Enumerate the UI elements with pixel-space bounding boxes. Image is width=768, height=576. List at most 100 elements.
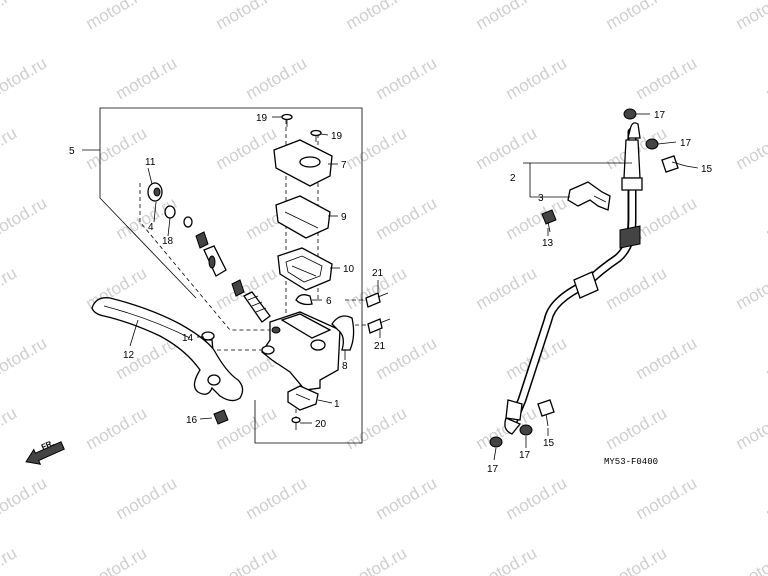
watermark-text: motod.ru (373, 193, 441, 243)
watermark-text: motod.ru (0, 0, 20, 33)
callout-21-lower: 21 (374, 341, 386, 352)
screw-19-top (281, 113, 293, 127)
callout-8: 8 (342, 361, 348, 372)
watermark-text: motod.ru (763, 53, 768, 103)
watermark-text: motod.ru (603, 543, 671, 576)
watermark-text: motod.ru (503, 193, 571, 243)
screw-19-right (310, 129, 322, 142)
callout-numbers: 5 11 4 18 19 19 7 9 10 6 8 1 20 21 21 14… (69, 110, 713, 475)
watermark-text: motod.ru (113, 53, 181, 103)
callout-9: 9 (341, 212, 347, 223)
watermark-text: motod.ru (633, 333, 701, 383)
brake-switch (287, 385, 319, 411)
callout-1: 1 (334, 399, 340, 410)
callout-17-d: 17 (519, 450, 531, 461)
hose-grommet (619, 225, 641, 249)
hose-clip (295, 294, 313, 306)
callout-15-lower: 15 (543, 438, 555, 449)
watermark-text: motod.ru (603, 403, 671, 453)
oil-bolt-upper (661, 155, 687, 173)
watermark-text: motod.ru (633, 473, 701, 523)
watermark-text: motod.ru (763, 333, 768, 383)
hose-clamp (567, 181, 611, 211)
watermark-text: motod.ru (343, 123, 411, 173)
watermark-text: motod.ru (113, 473, 181, 523)
hose-fitting-upper (623, 139, 641, 179)
watermark-text: motod.ru (633, 193, 701, 243)
watermark-text: motod.ru (0, 263, 20, 313)
watermark-text: motod.ru (733, 403, 768, 453)
sealing-washer (519, 424, 533, 436)
pivot-nut (213, 409, 229, 425)
switch-screw (291, 416, 301, 430)
callout-15-upper: 15 (701, 164, 713, 175)
brake-hose-assembly (489, 108, 687, 448)
callout-17-a: 17 (654, 110, 666, 121)
callout-10: 10 (343, 264, 355, 275)
diaphragm (277, 247, 333, 291)
circlip (164, 205, 176, 219)
diagram-code: MY53-F0400 (604, 457, 658, 467)
watermark-text: motod.ru (473, 263, 541, 313)
watermark-text: motod.ru (0, 123, 20, 173)
callout-14: 14 (182, 333, 194, 344)
callout-11: 11 (145, 157, 156, 168)
watermark-text: motod.ru (0, 193, 50, 243)
watermark-text: motod.ru (83, 543, 151, 576)
callout-19-right: 19 (331, 131, 343, 142)
watermark-text: motod.ru (503, 473, 571, 523)
lever-holder (331, 315, 355, 351)
watermark-text: motod.ru (83, 123, 151, 173)
sealing-washer (623, 108, 637, 120)
watermark-text: motod.ru (603, 263, 671, 313)
sealing-washer (645, 138, 659, 150)
callout-13: 13 (542, 238, 554, 249)
watermark-text: motod.ru (0, 403, 20, 453)
callout-19-top: 19 (256, 113, 268, 124)
watermark-text: motod.ru (733, 263, 768, 313)
holder-bolt-upper (365, 292, 389, 308)
callout-2: 2 (510, 173, 516, 184)
watermark-text: motod.ru (473, 543, 541, 576)
watermark-text: motod.ru (343, 403, 411, 453)
watermark-text: motod.ru (83, 403, 151, 453)
sealing-washer (489, 436, 503, 448)
hose-fitting-lower (505, 399, 523, 421)
watermark-text: motod.ru (213, 0, 281, 33)
watermark-text: motod.ru (733, 543, 768, 576)
watermark-text: motod.ru (503, 53, 571, 103)
watermark-text: motod.ru (0, 333, 50, 383)
watermark-text: motod.ru (733, 0, 768, 33)
watermark-text: motod.ru (733, 123, 768, 173)
callout-21-upper: 21 (372, 268, 384, 279)
watermark-text: motod.ru (633, 53, 701, 103)
watermark-text: motod.ru (763, 473, 768, 523)
callout-17-b: 17 (680, 138, 692, 149)
callout-18: 18 (162, 236, 174, 247)
callout-6: 6 (326, 296, 332, 307)
watermark-text: motod.ru (0, 53, 50, 103)
oil-bolt-lower (537, 399, 555, 427)
piston-cup (195, 231, 209, 249)
watermark-text: motod.ru (213, 123, 281, 173)
holder-bolt-lower (367, 318, 391, 334)
watermark-text: motod.ru (603, 0, 671, 33)
callout-17-c: 17 (487, 464, 499, 475)
watermark-text: motod.ru (373, 53, 441, 103)
watermark-text: motod.ru (213, 543, 281, 576)
brake-lever (91, 297, 244, 402)
watermark-text: motod.ru (243, 473, 311, 523)
master-cylinder (147, 113, 391, 430)
piston-spring (243, 291, 271, 323)
callout-5: 5 (69, 146, 75, 157)
assembly-bracket-5 (82, 107, 363, 444)
clamp-bolt (541, 209, 557, 233)
callout-20: 20 (315, 419, 327, 430)
callout-12: 12 (123, 350, 135, 361)
leader-lines (129, 113, 699, 461)
watermark-text: motod.ru (473, 0, 541, 33)
callout-3: 3 (538, 193, 544, 204)
watermark-text: motod.ru (343, 0, 411, 33)
